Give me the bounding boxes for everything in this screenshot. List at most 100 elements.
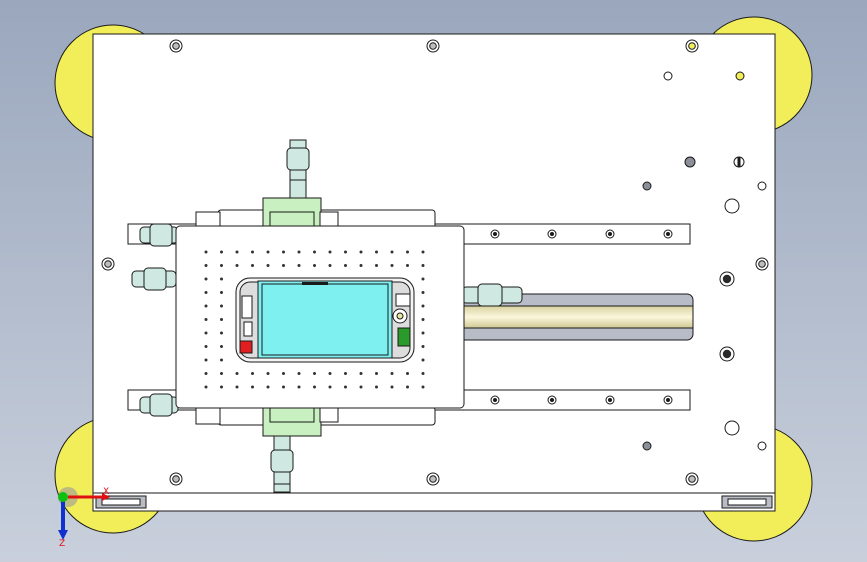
fixture-hole [282,250,285,254]
fixture-hole [359,372,363,375]
mount-hole [169,472,183,486]
fitting-bottom [270,435,294,493]
fixture-hole [328,372,332,375]
fixture-hole [204,372,208,375]
fitting-top [286,139,310,199]
fixture-hole [390,250,394,254]
fixture-hole [375,264,378,267]
mount-hole [735,71,745,81]
hole-grid [204,250,425,389]
fixture-hole [251,264,254,267]
fixture-hole [328,385,332,389]
fixture-hole [251,250,254,254]
fixture-hole [359,385,363,389]
mount-hole [684,156,696,168]
mount-hole [101,257,115,271]
fixture-hole [313,385,316,389]
fixture-hole [204,277,208,281]
mount-hole [724,198,740,214]
fixture-hole [266,372,270,375]
fixture-hole [421,304,425,308]
fixture-hole [220,372,223,375]
fixture-hole [220,277,223,281]
fixture-hole [266,385,270,389]
fixture-hole [344,264,347,267]
fixture-hole [421,264,425,267]
fixture-hole [266,264,270,267]
fixture-hole [390,372,394,375]
fixture-hole [251,385,254,389]
fixture-hole [390,264,394,267]
fixture-hole [375,250,378,254]
fixture-hole [220,264,223,267]
mount-hole [755,257,769,271]
fixture-hole [375,372,378,375]
fixture-hole [235,250,239,254]
fixture-hole [406,385,409,389]
fixture-hole [421,385,425,389]
fixture-hole [235,385,239,389]
mount-hole [685,39,699,53]
fixture-hole [421,291,425,294]
fitting-right [461,283,523,307]
fixture-hole [220,304,223,308]
plate-holes [101,39,769,486]
mount-hole [757,181,767,191]
fixture-hole [204,345,208,348]
mount-hole [724,420,740,436]
rail-bolt [490,229,500,239]
axis-z-label: Z [59,539,65,549]
coordinate-triad: X Z [58,487,110,549]
fixture-hole [204,304,208,308]
fixture-hole [421,250,425,254]
fixture-hole [406,250,409,254]
rail-bolt [663,229,673,239]
fixture-hole [204,291,208,294]
mount-hole [733,156,745,168]
fixture-hole [204,358,208,362]
fixture-hole [344,250,347,254]
fixture-hole [421,358,425,362]
mount-hole [719,271,735,287]
fixture-hole [220,331,223,335]
fixture-hole [204,331,208,335]
fixture-hole [266,250,270,254]
tab-top-right [319,211,339,227]
fixture-hole [344,372,347,375]
rail-bolts [490,229,673,405]
fixture-hole [390,385,394,389]
tab-bottom-left [195,407,221,425]
fixture-hole [328,264,332,267]
rail-bolt [605,229,615,239]
clamp-block-top [262,197,322,227]
fixture-hole [297,385,301,389]
axis-x-label: X [103,487,109,497]
mount-hole [642,181,652,191]
fixture-hole [313,264,316,267]
fixture-hole [204,385,208,389]
fixture-hole [344,385,347,389]
fixture-hole [313,250,316,254]
mount-hole [719,346,735,362]
fixture-hole [282,385,285,389]
fixture-hole [421,372,425,375]
guide-rod [454,293,694,341]
fixture-hole [313,372,316,375]
mount-hole [426,39,440,53]
rail-bolt [663,395,673,405]
clamp-block-bottom [262,407,322,437]
fixture-hole [359,264,363,267]
fixture-hole [421,331,425,335]
fixture-hole [421,345,425,348]
mount-hole [169,39,183,53]
fitting-left-2 [131,267,177,291]
fixture-hole [235,372,239,375]
rail-bolt [547,229,557,239]
fixture-hole [375,385,378,389]
fixture-hole [297,264,301,267]
fixture-hole [328,250,332,254]
rail-bolt [605,395,615,405]
fixture-hole [251,372,254,375]
